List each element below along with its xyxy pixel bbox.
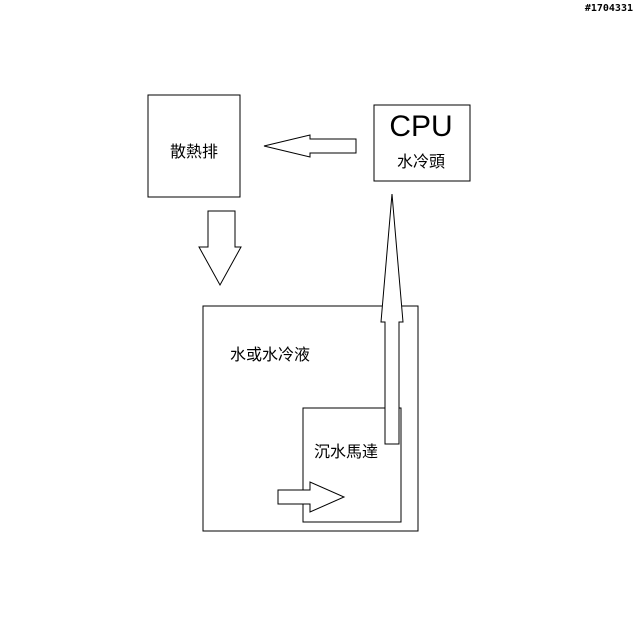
radiator-box — [147, 94, 241, 198]
watermark-id: #1704331 — [585, 3, 633, 14]
arrow-right-icon — [277, 481, 346, 513]
cpu-block-label: 水冷頭 — [397, 152, 445, 171]
arrow-up-icon — [380, 193, 404, 445]
cpu-block-box — [373, 104, 471, 182]
radiator-label: 散熱排 — [170, 142, 218, 161]
arrow-left-icon — [263, 134, 357, 158]
arrow-down-icon — [198, 210, 242, 287]
cpu-title: CPU — [389, 110, 452, 143]
pump-label: 沉水馬達 — [314, 442, 378, 461]
reservoir-label: 水或水冷液 — [230, 345, 310, 364]
